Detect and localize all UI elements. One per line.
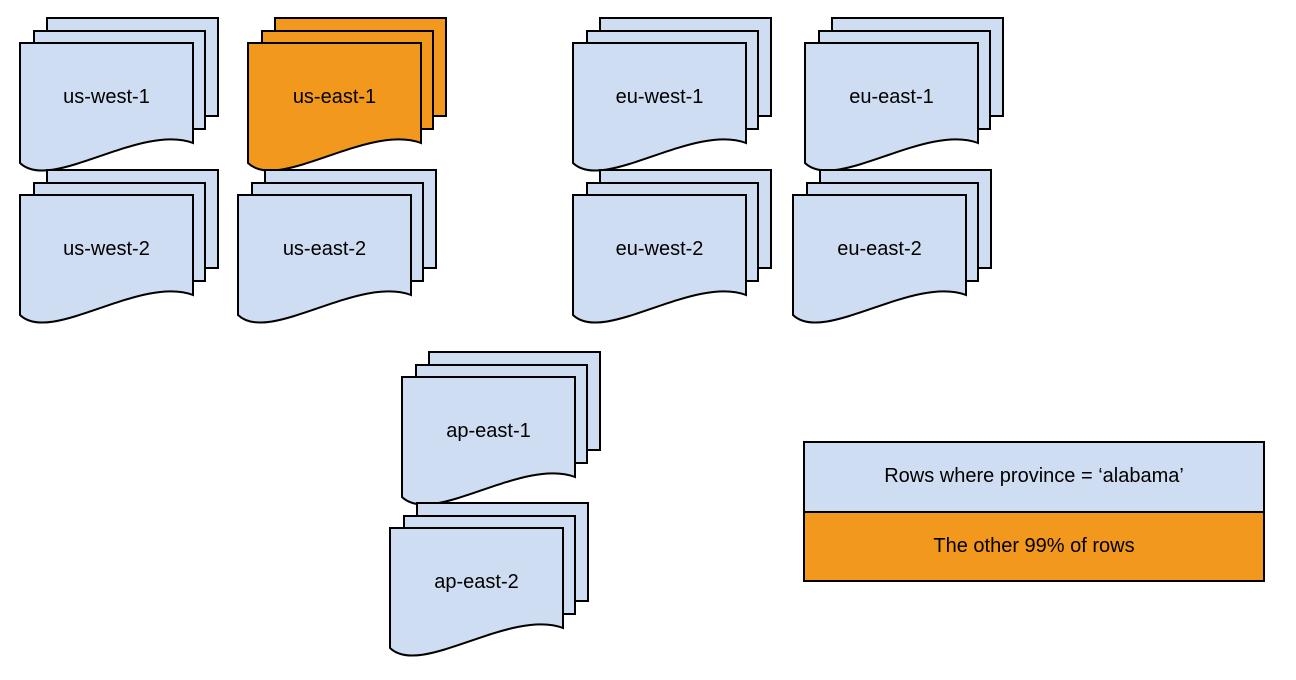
region-stack-us-west-1: us-west-1	[19, 17, 219, 172]
region-label: ap-east-1	[446, 419, 531, 442]
document-shape	[792, 194, 967, 324]
document-shape	[19, 194, 194, 324]
document-shape	[19, 42, 194, 172]
legend-item-other-rows: The other 99% of rows	[805, 512, 1263, 580]
region-label: us-east-1	[292, 85, 377, 108]
document-shape	[572, 42, 747, 172]
document-shape	[401, 376, 576, 506]
region-label: us-east-2	[282, 237, 367, 260]
region-stack-ap-east-1: ap-east-1	[401, 351, 601, 506]
region-stack-eu-west-1: eu-west-1	[572, 17, 772, 172]
region-label: eu-west-2	[615, 237, 704, 260]
document-shape	[247, 42, 422, 172]
region-stack-eu-east-2: eu-east-2	[792, 169, 992, 324]
region-label: eu-east-1	[849, 85, 934, 108]
document-shape	[389, 527, 564, 657]
region-stack-us-east-2: us-east-2	[237, 169, 437, 324]
region-stack-us-west-2: us-west-2	[19, 169, 219, 324]
legend: Rows where province = ‘alabama’ The othe…	[803, 441, 1265, 582]
document-shape	[804, 42, 979, 172]
legend-item-label: The other 99% of rows	[933, 534, 1135, 557]
legend-item-label: Rows where province = ‘alabama’	[884, 465, 1184, 488]
region-label: eu-west-1	[615, 85, 704, 108]
region-stack-eu-east-1: eu-east-1	[804, 17, 1004, 172]
region-stack-ap-east-2: ap-east-2	[389, 502, 589, 657]
legend-item-alabama-rows: Rows where province = ‘alabama’	[805, 443, 1263, 513]
region-label: eu-east-2	[837, 237, 922, 260]
region-stack-eu-west-2: eu-west-2	[572, 169, 772, 324]
region-stack-us-east-1: us-east-1	[247, 17, 447, 172]
region-label: us-west-1	[63, 85, 150, 108]
region-label: us-west-2	[63, 237, 150, 260]
document-shape	[237, 194, 412, 324]
document-shape	[572, 194, 747, 324]
region-label: ap-east-2	[434, 570, 519, 593]
